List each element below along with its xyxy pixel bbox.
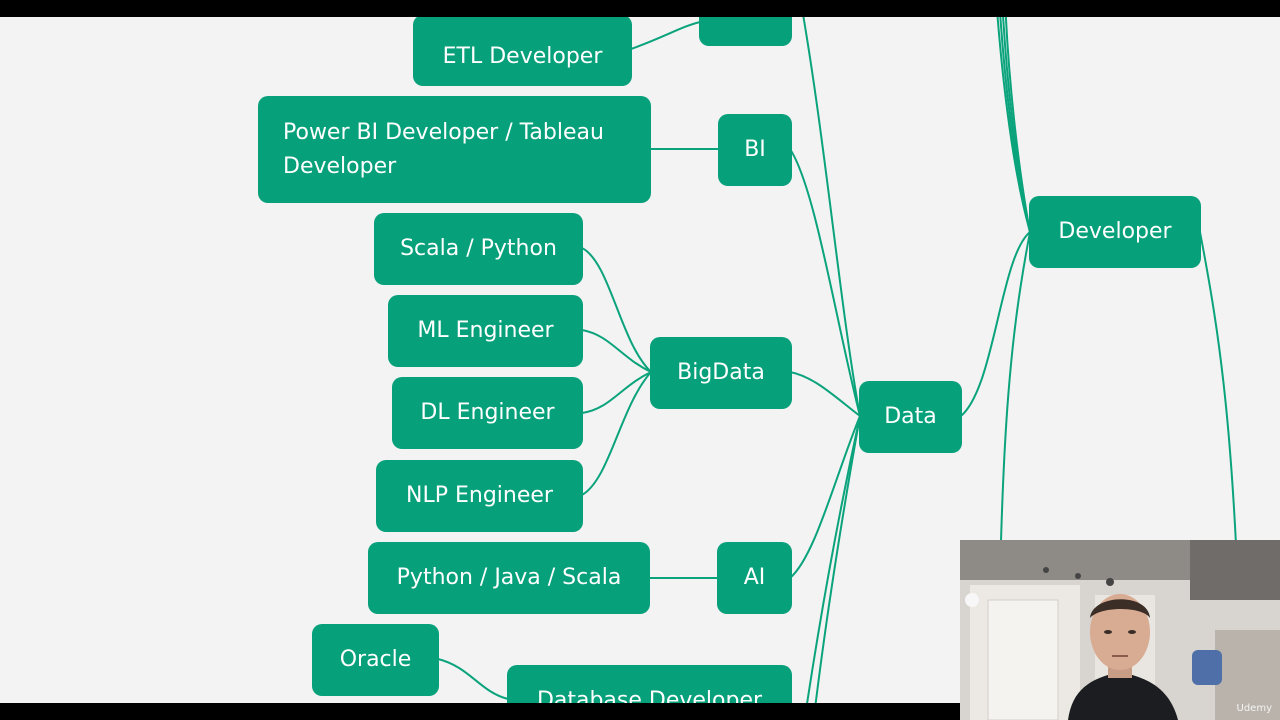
webcam-overlay: Udemy — [960, 540, 1280, 720]
udemy-watermark: Udemy — [1236, 703, 1272, 714]
link-bigdata-dl — [581, 371, 652, 414]
node-oracle[interactable]: Oracle — [312, 624, 439, 696]
node-database-developer[interactable]: Database Developer — [507, 665, 792, 703]
node-scala-python[interactable]: Scala / Python — [374, 213, 583, 285]
link-oracle-database — [437, 658, 509, 700]
mind-map-links — [437, 17, 1243, 703]
node-bi[interactable]: BI — [718, 114, 792, 186]
link-data-bi — [789, 148, 861, 417]
node-etl-developer[interactable]: ETL Developer — [413, 17, 632, 86]
link-data-database — [806, 415, 861, 703]
link-data-ai — [789, 415, 861, 579]
node-dl-engineer[interactable]: DL Engineer — [392, 377, 583, 449]
node-partial-top[interactable] — [699, 17, 792, 46]
link-developer-up-4 — [1004, 17, 1031, 233]
mind-map-canvas: ETL Developer Power BI Developer / Table… — [0, 17, 1280, 703]
node-developer[interactable]: Developer — [1029, 196, 1201, 268]
node-data[interactable]: Data — [859, 381, 962, 453]
link-developer-up-3 — [1002, 17, 1031, 233]
node-nlp-engineer[interactable]: NLP Engineer — [376, 460, 583, 532]
presenter-video — [960, 540, 1280, 720]
node-ml-engineer[interactable]: ML Engineer — [388, 295, 583, 367]
link-data-database-2 — [814, 415, 861, 703]
node-power-bi-developer[interactable]: Power BI Developer / Tableau Developer — [258, 96, 651, 203]
link-bigdata-scala — [581, 247, 652, 373]
node-bigdata[interactable]: BigData — [650, 337, 792, 409]
link-data-developer — [960, 231, 1031, 417]
link-bigdata-ml — [581, 329, 652, 373]
node-python-java-scala[interactable]: Python / Java / Scala — [368, 542, 650, 614]
link-bigdata-nlp — [581, 371, 652, 496]
link-data-up — [802, 17, 861, 417]
link-etl-up — [630, 21, 701, 50]
link-data-bigdata — [789, 371, 861, 417]
node-ai[interactable]: AI — [717, 542, 792, 614]
